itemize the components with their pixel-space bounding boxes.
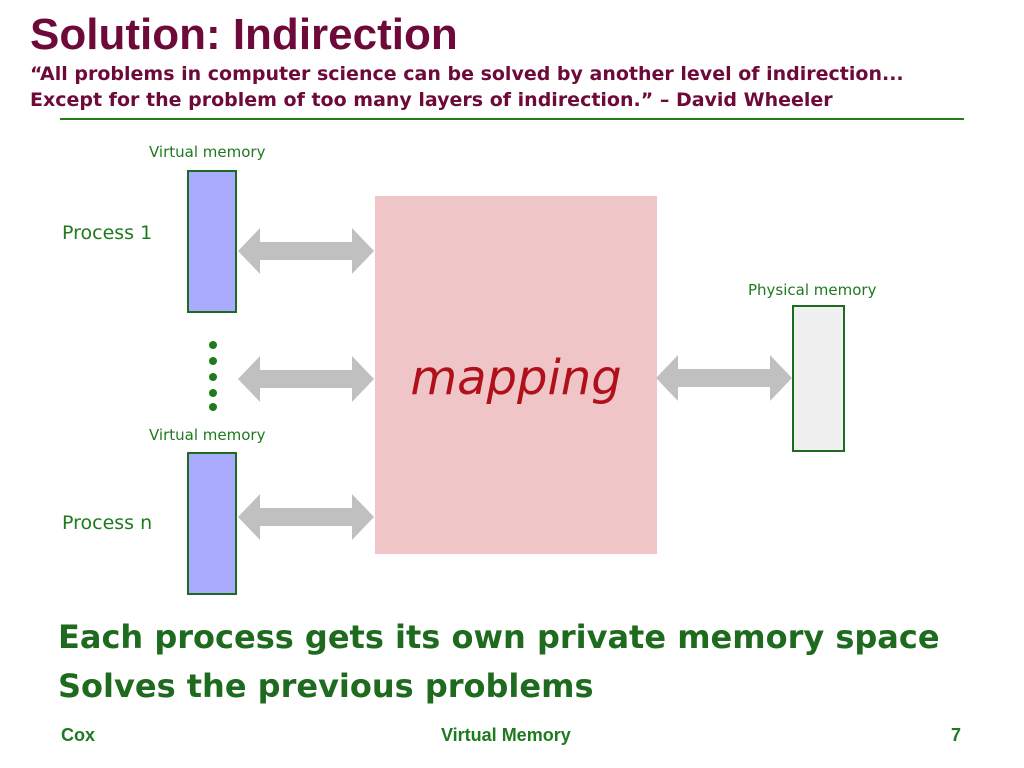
virtual-memory-label-top: Virtual memory <box>149 143 266 161</box>
physical-memory-label: Physical memory <box>748 281 877 299</box>
process-n-label: Process n <box>62 512 153 534</box>
double-arrow-process-n <box>238 494 374 540</box>
ellipsis-dot <box>209 357 217 365</box>
process-1-label: Process 1 <box>62 222 153 244</box>
double-arrow-process-1 <box>238 228 374 274</box>
footer-page-number: 7 <box>951 725 962 745</box>
physical-memory-block <box>792 305 845 452</box>
double-arrow-physical <box>656 355 792 401</box>
process-1-virtual-memory-block <box>187 170 237 313</box>
quote-line-1: “All problems in computer science can be… <box>30 63 904 85</box>
ellipsis-dot <box>209 373 217 381</box>
ellipsis-dot <box>209 389 217 397</box>
mapping-label: mapping <box>410 350 622 406</box>
process-n-virtual-memory-block <box>187 452 237 595</box>
bullet-point-1: Each process gets its own private memory… <box>58 618 940 656</box>
ellipsis-dot <box>209 341 217 349</box>
footer-title: Virtual Memory <box>441 725 571 745</box>
virtual-memory-label-bottom: Virtual memory <box>149 426 266 444</box>
quote-line-2: Except for the problem of too many layer… <box>30 89 833 111</box>
bullet-point-2: Solves the previous problems <box>58 667 594 705</box>
ellipsis-dot <box>209 403 217 411</box>
title-divider <box>60 118 964 120</box>
mapping-box <box>375 196 657 554</box>
footer-author: Cox <box>61 725 96 745</box>
double-arrow-middle <box>238 356 374 402</box>
slide-title: Solution: Indirection <box>30 10 458 59</box>
